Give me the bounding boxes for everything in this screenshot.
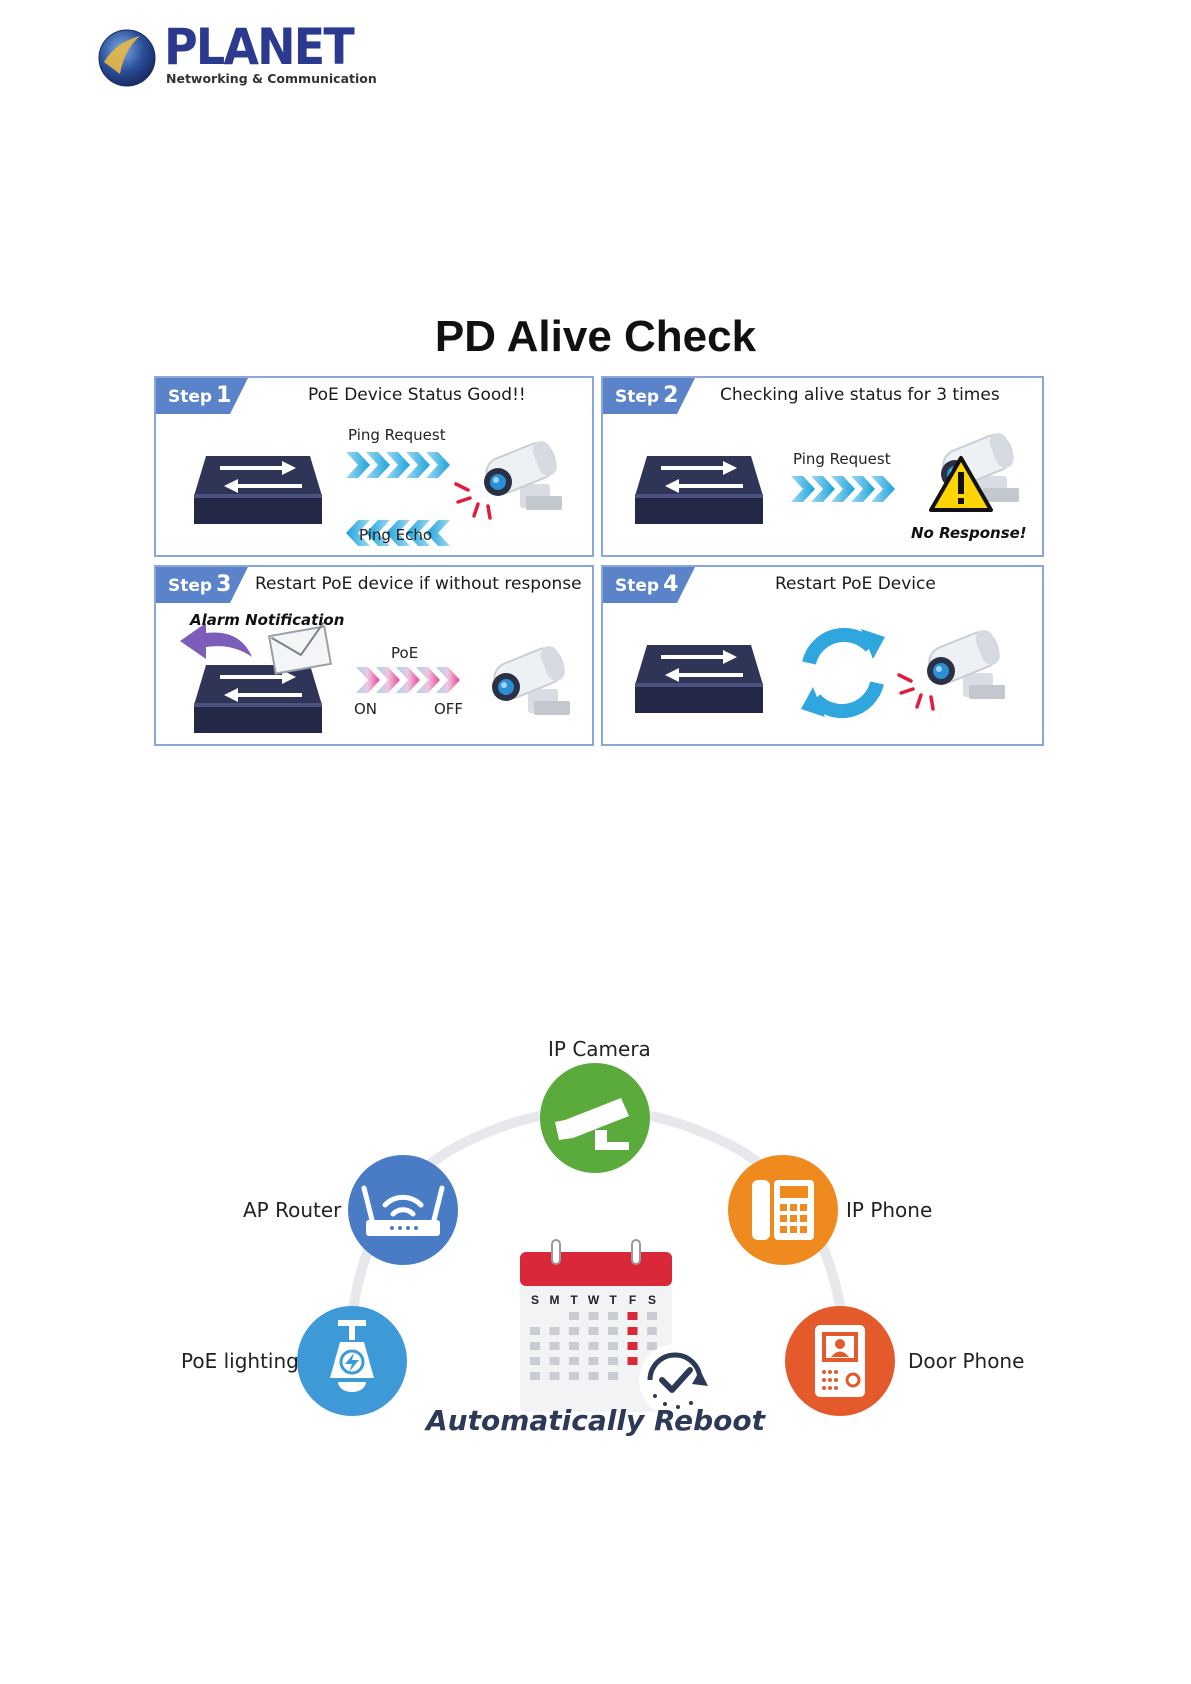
ip-camera-icon: [923, 626, 1006, 700]
calendar-cell: [569, 1357, 579, 1365]
alert-rays-icon: [897, 673, 935, 711]
clock-check-icon: [639, 1344, 711, 1416]
brand-name: PLANET: [164, 18, 355, 76]
calendar-cell: [588, 1327, 599, 1335]
poe-label: PoE: [391, 644, 419, 662]
ping-echo-label: Ping Echo: [359, 526, 433, 544]
globe-icon: [98, 29, 156, 87]
calendar-day-6: S: [648, 1293, 656, 1307]
poe-lighting-device-icon: [297, 1306, 407, 1416]
step-4-title: Restart PoE Device: [775, 574, 936, 594]
calendar-cell: [588, 1342, 599, 1350]
calendar-day-5: F: [629, 1293, 636, 1307]
calendar-cell: [569, 1372, 579, 1380]
calendar-cell: [530, 1327, 540, 1335]
calendar-cell: [588, 1372, 599, 1380]
ping-request-label: Ping Request: [348, 426, 446, 444]
ip-camera-label: IP Camera: [548, 1037, 651, 1061]
ping-request-arrows-icon: [346, 452, 450, 478]
calendar-cell: [530, 1372, 540, 1380]
switch-icon: [192, 454, 324, 526]
step-3-title: Restart PoE device if without response: [255, 574, 582, 594]
calendar-day-3: W: [588, 1293, 600, 1307]
no-response-label: No Response!: [911, 524, 1027, 542]
ping-request-label: Ping Request: [793, 450, 891, 468]
calendar-cell: [627, 1357, 638, 1365]
restart-cycle-icon: [802, 627, 884, 719]
ip-phone-label: IP Phone: [846, 1198, 933, 1222]
calendar-cell: [549, 1342, 560, 1350]
calendar-cell: [530, 1357, 540, 1365]
poe-lighting-label: PoE lighting: [181, 1349, 299, 1373]
poe-arrows-icon: [356, 667, 460, 693]
off-label: OFF: [434, 700, 464, 718]
door-phone-label: Door Phone: [908, 1349, 1025, 1373]
warning-icon: [929, 456, 993, 512]
calendar-cell: [647, 1312, 657, 1320]
switch-icon: [633, 454, 765, 526]
step-badge: [156, 378, 248, 414]
switch-icon: [633, 643, 765, 715]
section-title: PD Alive Check: [434, 312, 757, 361]
ip-phone-device-icon: [728, 1155, 838, 1265]
ip-camera-icon: [488, 642, 571, 716]
calendar-cell: [647, 1327, 657, 1335]
alarm-notification-label: Alarm Notification: [190, 611, 345, 629]
calendar-cell: [627, 1312, 638, 1320]
calendar-cell: [608, 1372, 618, 1380]
switch-icon: [192, 663, 324, 735]
on-label: ON: [354, 700, 378, 718]
brand-tagline: Networking & Communication: [166, 71, 377, 86]
calendar-cell: [627, 1342, 638, 1350]
calendar-cell: [608, 1312, 618, 1320]
calendar-cell: [588, 1312, 599, 1320]
step-badge: [603, 378, 695, 414]
calendar-cell: [549, 1357, 560, 1365]
door-phone-device-icon: [785, 1306, 895, 1416]
calendar-cell: [549, 1372, 560, 1380]
reboot-caption: Automatically Reboot: [425, 1404, 766, 1437]
envelope-icon: [267, 621, 333, 675]
calendar-cell: [569, 1342, 579, 1350]
calendar-cell: [530, 1342, 540, 1350]
step-badge: [156, 567, 248, 603]
calendar-day-2: T: [570, 1293, 578, 1307]
ping-request-arrows-icon: [791, 476, 895, 502]
calendar-cell: [627, 1327, 638, 1335]
calendar-cell: [608, 1327, 618, 1335]
ap-router-device-icon: [348, 1155, 458, 1265]
calendar-cell: [647, 1342, 657, 1350]
step-badge: [603, 567, 695, 603]
ap-router-label: AP Router: [243, 1198, 342, 1222]
calendar-cell: [588, 1357, 599, 1365]
calendar-cell: [608, 1357, 618, 1365]
alert-rays-icon: [454, 482, 492, 520]
ip-camera-icon: [480, 437, 563, 511]
calendar-cell: [608, 1342, 618, 1350]
calendar-day-0: S: [531, 1293, 539, 1307]
step-2-title: Checking alive status for 3 times: [720, 385, 1000, 405]
planet-logo: PLANET Networking & Communication: [94, 18, 377, 92]
calendar-cell: [569, 1312, 579, 1320]
step-1-title: PoE Device Status Good!!: [308, 385, 526, 405]
ip-camera-device-icon: [540, 1063, 650, 1173]
calendar-cell: [549, 1327, 560, 1335]
calendar-cell: [569, 1327, 579, 1335]
calendar-day-1: M: [550, 1293, 560, 1307]
calendar-day-4: T: [609, 1293, 617, 1307]
return-arrow-icon: [180, 623, 252, 659]
